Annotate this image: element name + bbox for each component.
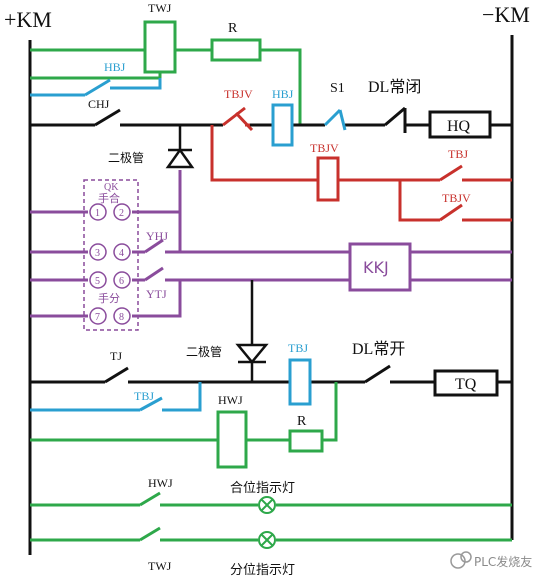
close-lamp-circuit [30, 491, 512, 507]
contact-5-number: 5 [95, 276, 100, 287]
plus-km-label: +KM [4, 7, 52, 32]
minus-km-label: −KM [482, 2, 530, 27]
tbj-left-label: TBJ [134, 389, 154, 403]
tbjv-right-label: TBJV [442, 191, 471, 205]
dl-nc-label: DL常闭 [368, 78, 421, 96]
lower-diode [235, 280, 269, 382]
close-lamp-icon [258, 496, 276, 514]
open-lamp-icon [258, 531, 276, 549]
tq-label: TQ [455, 376, 477, 393]
watermark-text: PLC发烧友 [474, 554, 532, 569]
tj-label: TJ [110, 349, 122, 363]
hwj-lamp-label: HWJ [148, 476, 173, 490]
tq-main-line [30, 364, 512, 397]
twj-branch [30, 20, 302, 125]
ytj-label: YTJ [146, 287, 167, 301]
watermark: PLC发烧友 [450, 551, 532, 569]
contact-7-number: 7 [95, 312, 100, 323]
dl-no-label: DL常开 [352, 340, 405, 358]
hbj-left-label: HBJ [104, 60, 126, 74]
contact-3-number: 3 [95, 248, 100, 259]
tbj-left-contact [30, 382, 202, 412]
open-lamp-label: 分位指示灯 [230, 562, 295, 577]
qk-switch-box [83, 179, 139, 331]
hand-close-label: 手合 [98, 191, 120, 205]
kkj-label: KKJ [363, 258, 389, 277]
tbjv-coil-branch [210, 125, 512, 222]
contact-6-number: 6 [119, 276, 124, 287]
r-top-label: R [228, 21, 238, 36]
tbj-coil [288, 358, 312, 406]
contact-4-number: 4 [119, 248, 124, 259]
twj-lamp-label: TWJ [148, 559, 172, 573]
hq-label: HQ [447, 118, 471, 135]
hbj-coil-label: HBJ [272, 87, 294, 101]
tbj-coil-label: TBJ [288, 341, 308, 355]
hbj-coil [271, 103, 294, 147]
qk-label: QK [104, 182, 119, 193]
diode-lower-label: 二极管 [186, 344, 222, 359]
tbj-right-label: TBJ [448, 147, 468, 161]
yhj-label: YHJ [146, 229, 168, 243]
hwj-branch [30, 382, 338, 469]
tbjv-top-label: TBJV [224, 87, 253, 101]
tbjv-contact-main [222, 106, 254, 132]
tbjv-coil-label: TBJV [310, 141, 339, 155]
twj-top-label: TWJ [148, 1, 172, 15]
hq-main-line [30, 106, 512, 139]
contact-8-number: 8 [119, 312, 124, 323]
r-bottom-label: R [297, 414, 307, 429]
diode-upper-label: 二极管 [108, 150, 144, 165]
open-lamp-circuit [30, 526, 512, 542]
contact-1-number: 1 [95, 208, 100, 219]
close-lamp-label: 合位指示灯 [230, 480, 295, 495]
chj-label: CHJ [88, 97, 110, 111]
contact-2-number: 2 [119, 208, 124, 219]
hwj-coil-label: HWJ [218, 393, 243, 407]
qk-contacts [89, 203, 131, 325]
s1-switch [323, 108, 347, 131]
hand-open-label: 手分 [98, 291, 120, 305]
upper-diode [165, 125, 195, 169]
s1-label: S1 [330, 81, 345, 96]
qk-lines [30, 210, 512, 318]
hbj-left-contact [30, 78, 162, 97]
